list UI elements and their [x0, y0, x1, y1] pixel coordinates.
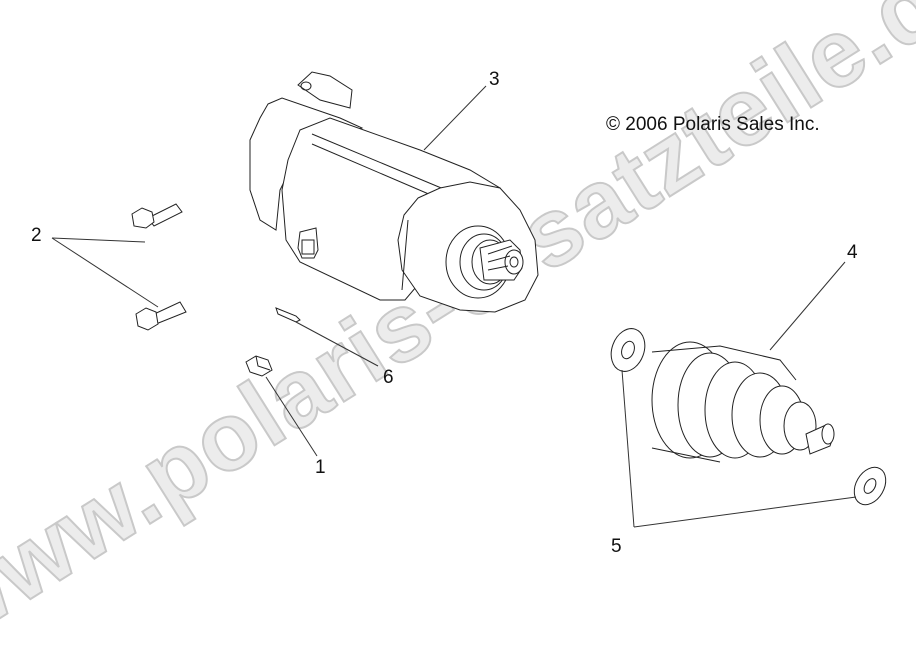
starter-motor-drawing[interactable]	[249, 71, 539, 313]
callout-4: 4	[847, 242, 858, 263]
washer-upper-drawing[interactable]	[605, 324, 650, 376]
starter-drive-drawing[interactable]	[651, 341, 835, 463]
diagram-drawing	[51, 71, 892, 528]
callout-2: 2	[31, 225, 42, 246]
washer-lower-drawing[interactable]	[848, 462, 892, 511]
callout-6: 6	[383, 367, 394, 388]
nut-drawing[interactable]	[245, 355, 273, 377]
leader-lines	[51, 85, 857, 528]
bolt-upper-drawing[interactable]	[131, 203, 183, 229]
pin-drawing[interactable]	[275, 307, 301, 323]
callout-5: 5	[611, 536, 622, 557]
copyright-notice: © 2006 Polaris Sales Inc.	[606, 114, 820, 135]
callout-1: 1	[315, 457, 326, 478]
callout-3: 3	[489, 69, 500, 90]
bolt-lower-drawing[interactable]	[135, 301, 187, 331]
